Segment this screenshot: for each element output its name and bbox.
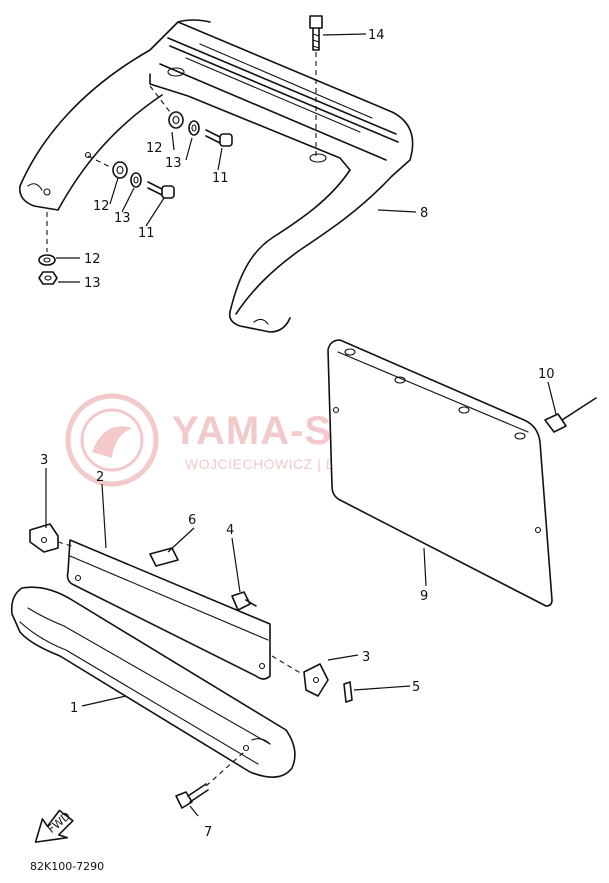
callout-1: 1 — [70, 701, 78, 716]
callout-13c: 13 — [84, 276, 101, 291]
callout-13b: 13 — [114, 211, 131, 226]
part-9-flap — [327, 339, 553, 607]
fwd-arrow-icon: FWD — [34, 809, 74, 843]
callout-7: 7 — [204, 825, 212, 840]
part-2-bracket — [66, 539, 271, 680]
watermark-logo-icon — [65, 393, 159, 487]
callout-3a: 3 — [40, 453, 48, 468]
part-1-cover — [10, 586, 296, 778]
diagram-code: 82K100-7290 — [30, 860, 104, 873]
callout-10: 10 — [538, 367, 555, 382]
callout-13a: 13 — [165, 156, 182, 171]
upper-fastener-set — [149, 85, 233, 147]
leader-lines — [45, 33, 557, 817]
callout-12b: 12 — [93, 199, 110, 214]
callout-11a: 11 — [212, 171, 229, 186]
part-14-bolt — [309, 15, 323, 156]
callout-4: 4 — [226, 523, 234, 538]
part-4-clip — [231, 591, 257, 611]
callout-8: 8 — [420, 206, 428, 221]
callout-14: 14 — [368, 28, 385, 43]
part-5-clip — [343, 681, 353, 703]
part-3-bracket-left — [29, 523, 73, 553]
callout-6: 6 — [188, 513, 196, 528]
middle-fastener-set — [87, 155, 175, 199]
callout-2: 2 — [96, 470, 104, 485]
part-3-bracket-right — [271, 655, 329, 697]
part-7-bolt — [175, 751, 245, 809]
lower-fastener-set — [38, 212, 58, 285]
callout-5: 5 — [412, 680, 420, 695]
callout-3b: 3 — [362, 650, 370, 665]
callout-numbers: 14 8 12 13 11 12 13 11 12 13 10 3 2 6 4 … — [40, 28, 555, 840]
part-8-carrier-frame — [18, 19, 414, 333]
part-6-label — [149, 547, 179, 567]
callout-12c: 12 — [84, 252, 101, 267]
callout-9: 9 — [420, 589, 428, 604]
callout-11b: 11 — [138, 226, 155, 241]
part-10-rivet — [544, 397, 597, 433]
callout-12a: 12 — [146, 141, 163, 156]
